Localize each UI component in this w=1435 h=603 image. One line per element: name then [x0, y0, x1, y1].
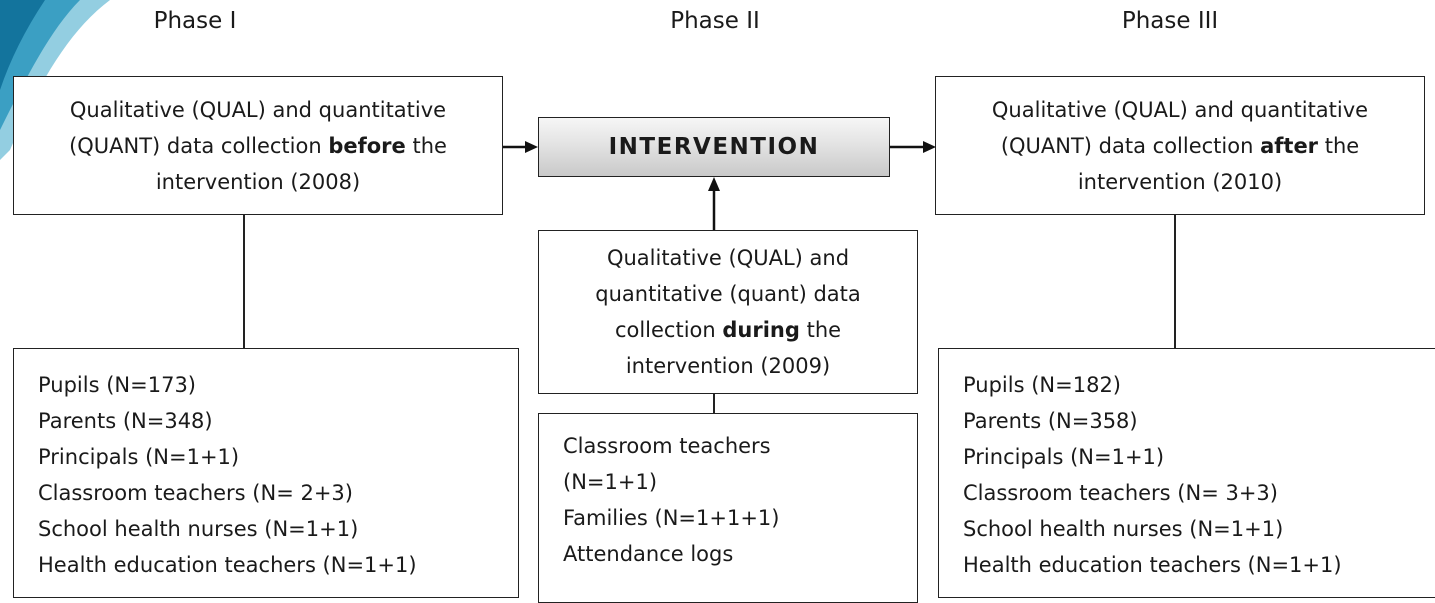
participant-row: Health education teachers (N=1+1) [963, 553, 1342, 577]
participant-row: School health nurses (N=1+1) [38, 517, 359, 541]
participant-row: Health education teachers (N=1+1) [38, 553, 417, 577]
phase-1-connector [243, 215, 245, 348]
phase-2-collection-box: Qualitative (QUAL) and quantitative (qua… [538, 230, 918, 394]
phase-3-participants-box: Pupils (N=182) Parents (N=358) Principal… [938, 348, 1435, 598]
participant-row: (N=1+1) [563, 470, 658, 494]
arrow-phase2-to-intervention [708, 177, 720, 230]
participant-row: Parents (N=358) [963, 409, 1138, 433]
phase-2-title: Phase II [670, 8, 760, 34]
participant-row: Classroom teachers (N= 3+3) [963, 481, 1278, 505]
phase-1-collection-box: Qualitative (QUAL) and quantitative (QUA… [13, 76, 503, 215]
arrow-phase1-to-intervention [503, 141, 538, 153]
phase-2-connector [713, 394, 715, 413]
phase-3-connector [1174, 215, 1176, 348]
corner-decoration [0, 0, 110, 160]
phase-1-collection-line1: Qualitative (QUAL) and quantitative [69, 97, 447, 122]
phase-3-collection-line2: (QUANT) data collection after the [1000, 133, 1360, 158]
participant-row: Classroom teachers (N= 2+3) [38, 481, 353, 505]
phase-3-collection-line3: intervention (2010) [1077, 169, 1283, 194]
phase-1-collection-line2: (QUANT) data collection before the [69, 133, 447, 158]
participant-row: Principals (N=1+1) [38, 445, 240, 469]
participant-row: Attendance logs [563, 542, 734, 566]
phase-2-collection-line1: Qualitative (QUAL) and [606, 246, 850, 270]
phase-1-collection-line3: intervention (2008) [155, 169, 361, 194]
participant-row: School health nurses (N=1+1) [963, 517, 1284, 541]
phase-3-collection-box: Qualitative (QUAL) and quantitative (QUA… [935, 76, 1425, 215]
phase-3-title: Phase III [1121, 8, 1219, 34]
participant-row: Pupils (N=173) [38, 373, 196, 397]
participant-row: Families (N=1+1+1) [563, 506, 780, 530]
participant-row: Pupils (N=182) [963, 373, 1121, 397]
phase-1-participants-box: Pupils (N=173) Parents (N=348) Principal… [13, 348, 519, 598]
phase-2-collection-line2: quantitative (quant) data [595, 282, 861, 306]
intervention-box: INTERVENTION [538, 117, 890, 177]
arrow-intervention-to-phase3 [890, 141, 936, 153]
phase-3-collection-line1: Qualitative (QUAL) and quantitative [991, 97, 1369, 122]
phase-2-collection-line3: collection during the [614, 318, 842, 342]
phase-1-title: Phase I [153, 8, 237, 34]
participant-row: Parents (N=348) [38, 409, 213, 433]
phase-2-collection-line4: intervention (2009) [625, 354, 831, 378]
participant-row: Classroom teachers [563, 434, 771, 458]
phase-2-participants-box: Classroom teachers (N=1+1) Families (N=1… [538, 413, 918, 603]
participant-row: Principals (N=1+1) [963, 445, 1165, 469]
